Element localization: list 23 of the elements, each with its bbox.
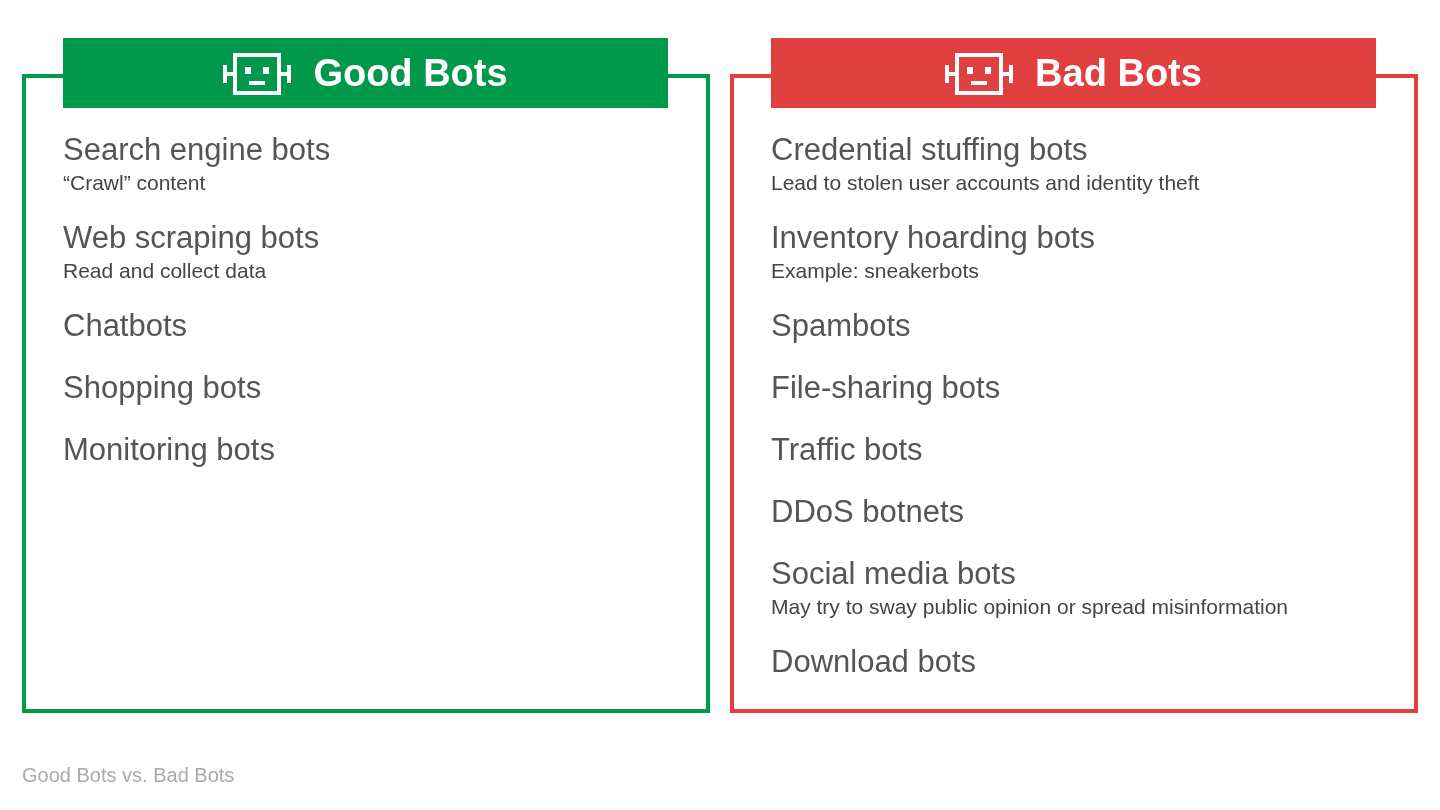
bot-type: Shopping bots (63, 369, 263, 407)
bot-type: Social media bots (771, 555, 1017, 593)
bot-type: Monitoring bots (63, 431, 276, 469)
bot-type: Web scraping bots (63, 219, 321, 257)
bot-description: May try to sway public opinion or spread misinformation (771, 594, 1290, 620)
bot-type: Download bots (771, 643, 978, 681)
panel-title: Good Bots (313, 51, 508, 95)
bot-type: File-sharing bots (771, 369, 1002, 407)
bot-type: Inventory hoarding bots (771, 219, 1096, 257)
bot-type: DDoS botnets (771, 493, 965, 531)
bot-description: Example: sneakerbots (771, 258, 980, 284)
bot-description: Read and collect data (63, 258, 268, 284)
category-panel (22, 38, 710, 713)
panel-title: Bad Bots (1035, 51, 1202, 95)
bot-type: Credential stuffing bots (771, 131, 1089, 169)
bot-type: Traffic bots (771, 431, 924, 469)
caption: Good Bots vs. Bad Bots (22, 764, 235, 787)
bot-description: “Crawl” content (63, 170, 207, 196)
bot-type: Search engine bots (63, 131, 332, 169)
bot-description: Lead to stolen user accounts and identity theft (771, 170, 1201, 196)
category-panel (730, 38, 1418, 713)
bot-type: Spambots (771, 307, 912, 345)
bot-type: Chatbots (63, 307, 189, 345)
